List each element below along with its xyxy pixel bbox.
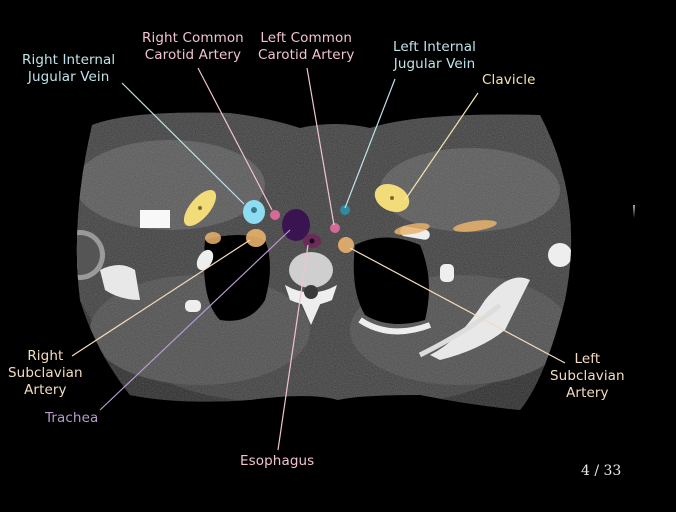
leader-left-internal-jugular-vein [344,78,396,209]
label-left-common-carotid-artery[interactable]: Left Common Carotid Artery [258,30,354,64]
leader-right-common-carotid-artery [197,67,273,211]
slice-counter: 4 / 33 [581,463,622,479]
leader-lines [71,67,566,451]
leader-left-subclavian-artery [349,247,566,364]
label-right-internal-jugular-vein[interactable]: Right Internal Jugular Vein [22,52,115,86]
label-line: Right Internal [22,52,116,68]
label-line: Jugular Vein [393,56,476,72]
right-common-carotid-artery-segment [270,210,280,220]
label-line: Artery [566,385,609,401]
label-line: Right Common [142,30,244,46]
body-cross-section [76,112,572,410]
leader-trachea [99,229,291,411]
left-subclavian-artery-segment [338,237,354,253]
label-left-internal-jugular-vein[interactable]: Left Internal Jugular Vein [393,39,476,73]
label-line: Esophagus [240,453,315,469]
left-common-carotid-artery-segment [330,223,340,233]
label-line: Right [27,348,64,364]
label-line: Trachea [45,410,99,426]
leader-right-subclavian-artery [71,239,251,357]
label-line: Left Internal [393,39,477,55]
leader-right-internal-jugular-vein [121,82,245,205]
label-esophagus[interactable]: Esophagus [240,453,314,470]
label-line: Artery [24,382,67,398]
left-internal-jugular-vein-segment [340,205,350,215]
segmentation-overlay [183,183,497,253]
label-line: Left Common [260,30,353,46]
label-line: Subclavian [8,365,83,381]
leader-esophagus [277,244,309,451]
label-line: Subclavian [550,368,625,384]
label-left-subclavian-artery[interactable]: Left Subclavian Artery [550,351,625,402]
label-line: Left [574,351,601,367]
right-subclavian-artery-segment [246,229,266,247]
label-right-common-carotid-artery[interactable]: Right Common Carotid Artery [142,30,244,64]
label-trachea[interactable]: Trachea [45,410,98,427]
label-line: Carotid Artery [258,47,355,63]
label-clavicle[interactable]: Clavicle [482,72,535,89]
label-line: Clavicle [482,72,536,88]
label-right-subclavian-artery[interactable]: Right Subclavian Artery [8,348,83,399]
label-line: Jugular Vein [27,69,110,85]
trachea-segment [282,209,310,241]
leader-clavicle [404,92,479,201]
leader-left-common-carotid-artery [306,67,335,226]
label-line: Carotid Artery [144,47,242,63]
